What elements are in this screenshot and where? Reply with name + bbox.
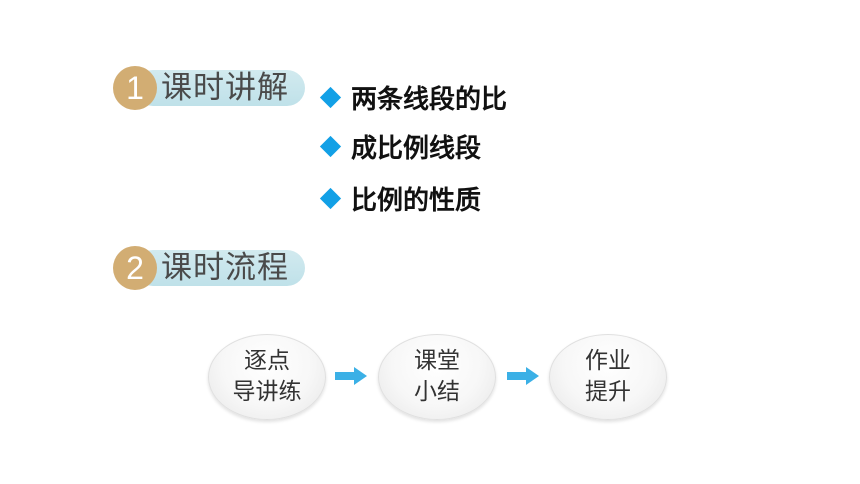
flow-node-homework[interactable]: 作业 提升 <box>549 334 667 420</box>
list-item: 比例的性质 <box>319 172 507 224</box>
section-pill-background <box>135 250 305 286</box>
flow-node-summary[interactable]: 课堂 小结 <box>378 334 496 420</box>
flow-node-practice[interactable]: 逐点 导讲练 <box>208 334 326 420</box>
flow-node-line1: 作业 <box>585 348 631 374</box>
section-header-lecture: 1 课时讲解 <box>113 66 307 110</box>
list-item: 两条线段的比 <box>319 74 507 120</box>
flow-node-line2: 提升 <box>585 379 631 405</box>
diamond-bullet-icon <box>319 135 342 157</box>
flow-node-line1: 逐点 <box>244 348 290 374</box>
list-item: 成比例线段 <box>319 120 507 172</box>
diamond-bullet-icon <box>319 187 342 209</box>
flow-node-line1: 课堂 <box>414 348 460 374</box>
section-number-badge: 2 <box>113 246 157 290</box>
arrow-right-icon <box>335 367 367 385</box>
topic-text: 成比例线段 <box>351 133 482 164</box>
flow-node-line2: 导讲练 <box>232 379 302 405</box>
flow-node-line2: 小结 <box>414 379 460 405</box>
topic-list: 两条线段的比 成比例线段 比例的性质 <box>319 74 507 224</box>
section-header-flow: 2 课时流程 <box>113 246 307 290</box>
section-number-badge: 1 <box>113 66 157 110</box>
section-title: 课时讲解 <box>161 70 289 106</box>
diamond-bullet-icon <box>319 86 342 108</box>
topic-text: 比例的性质 <box>351 185 482 216</box>
section-pill-background <box>135 70 305 106</box>
arrow-right-icon <box>507 367 539 385</box>
section-title: 课时流程 <box>161 250 289 286</box>
topic-text: 两条线段的比 <box>351 84 508 115</box>
